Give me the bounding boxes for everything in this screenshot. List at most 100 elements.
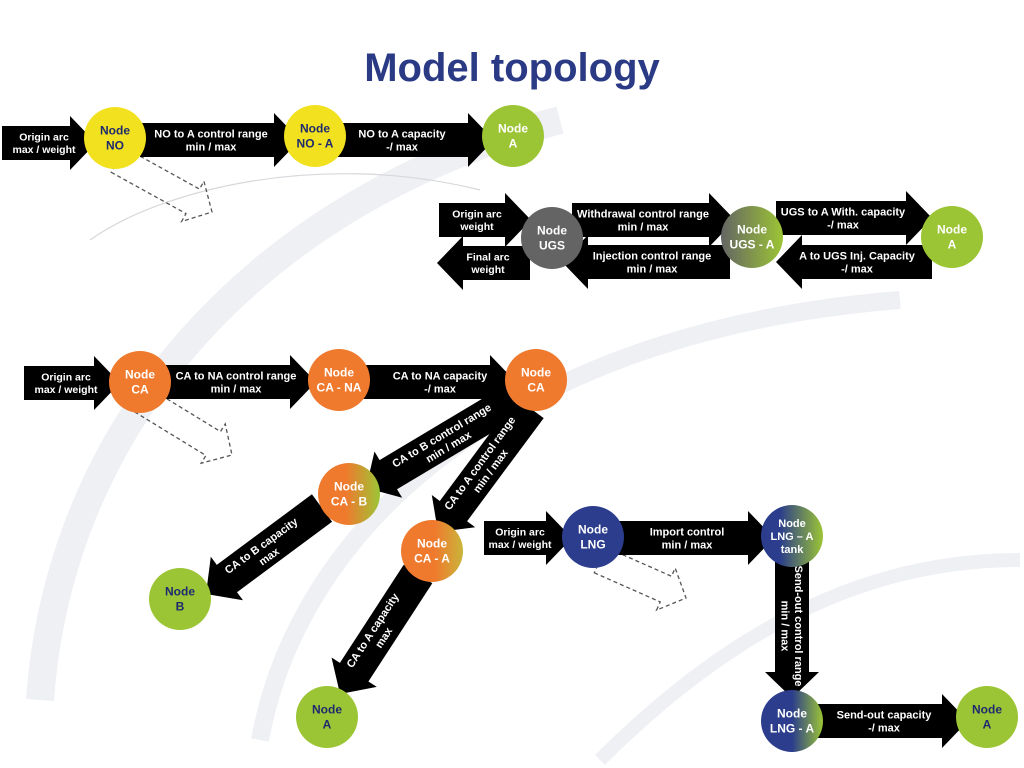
arc-ca-to-na-capacity: CA to NA capacity-/ max [360,355,516,409]
node-ca-na-circle [308,349,370,411]
node-ca-origin-circle [109,351,171,413]
node-ca-b-circle [318,463,380,525]
node-ugs-circle [521,207,583,269]
arc-no-to-a-capacity-label: NO to A capacity-/ max [358,128,446,153]
slide-title: Model topology [364,46,660,90]
node-ca-hub-circle [505,349,567,411]
arc-ca-to-a-capacity: CA to A capacitymax [331,564,433,694]
arc-import-control-shape [612,511,774,565]
arc-a-to-ugs-inj-shape [776,235,932,289]
node-ugs-a-circle [721,206,783,268]
arc-ugs-to-a-with-label: UGS to A With. capacity-/ max [781,206,906,231]
arc-ca-to-na-control-shape [160,355,316,409]
node-a-ca-circle [296,686,358,748]
arc-ugs-origin-shape [439,193,531,247]
arc-ca-to-a-control-shape [431,397,544,532]
node-lng-circle [562,506,624,568]
arc-sendout-control-shape [765,560,819,698]
node-a-ugs-circle [921,206,983,268]
arc-lng-origin-shape [484,511,572,565]
arc-ca-to-na-capacity-shape [360,355,516,409]
node-no-circle [84,107,146,169]
arc-no-to-a-control-shape [140,113,300,167]
arc-ca-to-a-capacity-shape [331,564,433,694]
arc-a-to-ugs-inj-label: A to UGS Inj. Capacity-/ max [799,250,916,275]
arc-injection-control-shape [562,235,730,289]
arc-ca-origin-shape [24,356,120,410]
arc-no-origin-shape [2,116,96,170]
node-a-lng-circle [956,686,1018,748]
arc-sendout-capacity-label: Send-out capacity-/ max [837,709,933,734]
arc-ca-to-b-control-shape [366,381,529,498]
arc-ca-to-na-capacity-label: CA to NA capacity-/ max [393,370,488,395]
node-ca-a-circle [401,520,463,582]
arc-ugs-to-a-with-shape [776,191,932,245]
arc-ca-to-b-capacity-shape [206,494,333,601]
arc-withdrawal-control-shape [572,193,735,247]
arc-sendout-control-label: Send-out control rangemin / max [779,566,804,687]
node-no-a-circle [284,105,346,167]
node-b-circle [149,568,211,630]
arc-ugs-to-a-with: UGS to A With. capacity-/ max [776,191,932,245]
arc-no-to-a-capacity: NO to A capacity-/ max [328,113,494,167]
node-a-top-circle [482,105,544,167]
arc-sendout-capacity: Send-out capacity-/ max [812,694,968,748]
arc-ugs-final-shape [437,236,530,290]
node-lng-a-circle [761,690,823,752]
arc-sendout-control: Send-out control rangemin / max [765,560,819,698]
